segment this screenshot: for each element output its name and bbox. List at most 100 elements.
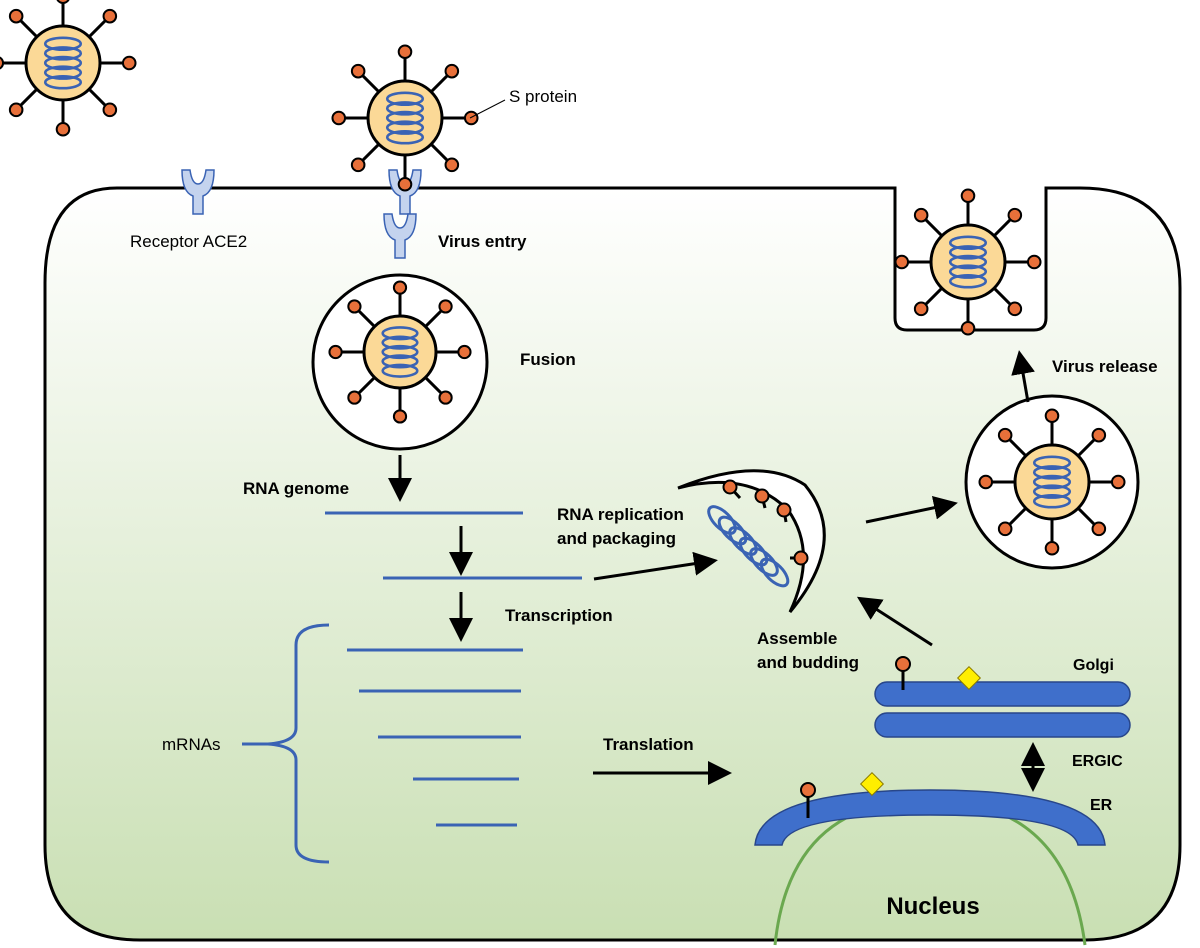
spike-tip [1044,408,1060,424]
spike-stem [19,19,38,38]
spike-tip [960,320,976,336]
spike-tip [997,427,1013,443]
golgi-cisterna-top [874,681,1131,707]
transcription-label: Transcription [505,606,613,625]
spike-tip [392,409,408,424]
virion-rna-coil [385,91,425,145]
spike-stem [430,74,449,93]
spike-tip [8,102,24,118]
spike-tip [722,479,738,495]
spike-stem [357,376,376,395]
spike-stem [1077,438,1096,457]
spike-tip [444,157,460,173]
spike-tip [978,474,994,490]
spike-tip [444,63,460,79]
virion-rna-coil [948,235,988,289]
spike-tip [347,299,362,314]
virion-released [894,188,1042,336]
virion-attaching [331,44,479,192]
spike-stem [357,309,376,328]
budding-rna-coil [707,505,790,588]
spike-tip [1044,540,1060,556]
spike-stem [993,287,1012,306]
virus-entry-label: Virus entry [438,232,527,251]
s-protein-pointer [469,99,506,119]
spike-tip [913,207,929,223]
spike-tip [997,521,1013,537]
spike-tip [397,44,413,60]
golgi-label: Golgi [1073,657,1114,674]
virion-rna-coil [1032,455,1072,509]
assemble-label-line1: Assemble [757,629,837,648]
spike-tip [56,0,70,5]
spike-tip [1026,254,1042,270]
translation-label: Translation [603,735,694,754]
arrow-to-release [1011,350,1035,403]
spike-tip [331,110,347,126]
spike-tip [1091,521,1107,537]
rna-coil-loop [728,526,758,556]
spike-stem [361,143,380,162]
spike-stem [424,376,443,395]
spike-stem [88,88,107,107]
er-protein-marker [800,782,816,818]
spike-tip [350,63,366,79]
spike-tip [8,8,24,24]
rna-coil-loop [717,515,748,546]
spike-stem [430,143,449,162]
virion-rna-coil [43,36,83,90]
spike-tip [457,344,472,360]
golgi-cisterna-bottom [874,712,1131,738]
spike-tip [1110,474,1126,490]
s-protein-label: S protein [509,87,577,106]
mrnas-label: mRNAs [162,735,221,754]
spike-tip [347,390,362,405]
spike-tip [960,188,976,204]
spike-tip [392,280,408,295]
rna-coil-loop [707,505,737,535]
er-label: ER [1090,797,1113,814]
host-cell-membrane [43,186,1182,942]
spike-stem [88,19,107,38]
spike-tip [102,8,118,24]
spike-tip [776,502,792,518]
spike-stem [19,88,38,107]
spike-tip [913,301,929,317]
spike-stem [924,218,943,237]
virion-in-vesicle [978,408,1126,556]
golgi-protein-marker [895,656,911,690]
rna-coil-loop [749,547,779,577]
spike-tip [102,102,118,118]
spike-tip [894,254,910,270]
spike-stem [361,74,380,93]
mrna-brace [242,623,330,864]
spike-tip [0,56,5,70]
rna-genome-label: RNA genome [243,479,349,498]
spike-tip [55,121,71,137]
spike-tip [1007,301,1023,317]
spike-tip [463,110,479,126]
spike-tip [328,344,343,360]
spike-tip [438,299,453,314]
arrow-to-packaging [593,551,718,581]
arrow-to-vesicle [865,495,958,524]
er-diamond-marker [859,771,885,797]
receptor-label: Receptor ACE2 [130,232,247,251]
spike-tip [350,157,366,173]
virus-release-label: Virus release [1052,357,1158,376]
spike-stem [1077,507,1096,526]
er-membrane [754,789,1106,846]
virion-rna-coil [381,326,419,378]
receptor-in-endosome-icon [383,213,417,259]
virion-in-endosome [328,280,472,424]
arrow-golgi-to-budding [856,596,933,647]
budding-spikes [722,479,809,566]
virion-free [0,0,137,137]
spike-tip [1007,207,1023,223]
ergic-label: ERGIC [1072,753,1123,770]
nucleus-label: Nucleus [886,893,979,920]
fusion-label: Fusion [520,350,576,369]
golgi-diamond-marker [956,665,982,691]
spike-tip [438,390,453,405]
